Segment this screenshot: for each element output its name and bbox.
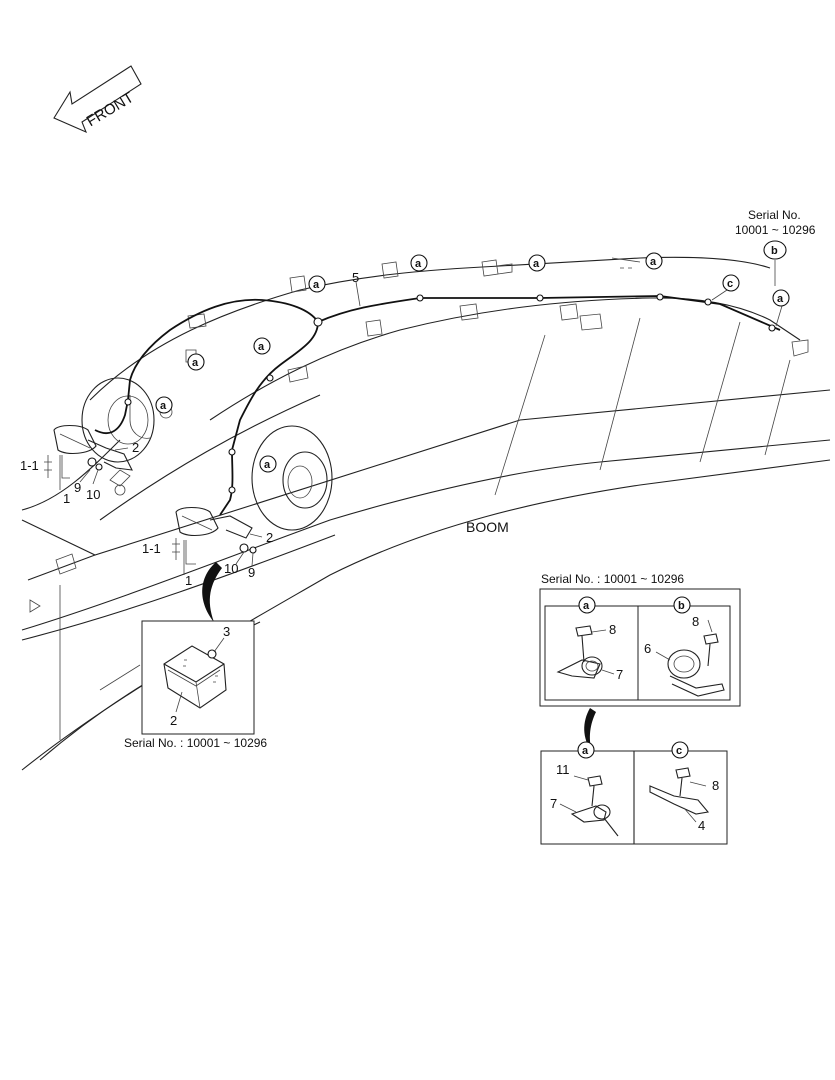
label-2-detail: 2 xyxy=(170,713,177,728)
callout-letter: a xyxy=(583,600,590,612)
boom-structure xyxy=(21,256,831,771)
callout-letter: a xyxy=(777,293,784,305)
callout-letter: c xyxy=(727,278,733,290)
callouts-main: a a a a c a a a a a b xyxy=(155,240,790,473)
detail-pointer-clamp xyxy=(584,708,596,752)
callout-a-4: a xyxy=(645,252,663,270)
lower-work-lamp xyxy=(172,506,257,560)
boom-pin-boss xyxy=(81,377,333,531)
label-7-a2: 7 xyxy=(550,796,557,811)
label-10-upper: 10 xyxy=(86,487,100,502)
serial-lamp-case: Serial No. : 10001 ~ 10296 xyxy=(124,736,267,750)
callout-letter: a xyxy=(582,745,589,757)
label-11-a: 11 xyxy=(556,762,570,777)
part-labels-main: 5 1-1 1 2 9 10 1-1 1 2 10 9 BOOM xyxy=(20,270,509,588)
serial-clamp-box: Serial No. : 10001 ~ 10296 xyxy=(541,572,684,586)
label-2-upper: 2 xyxy=(132,440,139,455)
label-9-lower: 9 xyxy=(248,565,255,580)
serial-top-line2: 10001 ~ 10296 xyxy=(735,223,816,237)
label-8-a: 8 xyxy=(609,622,616,637)
front-label: FRONT xyxy=(84,89,137,130)
callout-b-top: b xyxy=(763,240,787,260)
label-3-detail: 3 xyxy=(223,624,230,639)
label-8-b: 8 xyxy=(692,614,699,629)
label-10-lower: 10 xyxy=(224,561,238,576)
callout-letter: a xyxy=(533,258,540,270)
label-1-1-upper: 1-1 xyxy=(20,458,39,473)
callout-letter: a xyxy=(192,357,199,369)
callout-a-8: a xyxy=(155,396,173,414)
callout-letter: a xyxy=(415,258,422,270)
label-2-lower: 2 xyxy=(266,530,273,545)
callout-c-box2: c xyxy=(671,741,689,759)
clamp-detail-ac: a c 11 7 8 4 xyxy=(540,741,728,845)
callout-a-6: a xyxy=(253,337,271,355)
callout-b-box1: b xyxy=(673,596,691,614)
label-5: 5 xyxy=(352,270,359,285)
label-1-lower: 1 xyxy=(185,573,192,588)
callout-a-5: a xyxy=(772,289,790,307)
callout-letter: a xyxy=(160,400,167,412)
label-1-upper: 1 xyxy=(63,491,70,506)
callout-a-box2: a xyxy=(577,741,595,759)
label-1-1-lower: 1-1 xyxy=(142,541,161,556)
detail-pointer-lamp xyxy=(202,562,222,622)
boom-brackets xyxy=(55,257,809,575)
wire-harness xyxy=(94,293,781,516)
front-arrow: FRONT xyxy=(53,65,142,134)
label-6-b: 6 xyxy=(644,641,651,656)
callout-c-1: c xyxy=(722,274,740,292)
callout-letter: c xyxy=(676,745,682,757)
callout-letter: b xyxy=(771,245,778,257)
clamp-detail-ab: a b 8 7 8 6 xyxy=(539,588,741,707)
callout-a-3: a xyxy=(528,254,546,272)
callout-a-1: a xyxy=(308,275,326,293)
serial-top-line1: Serial No. xyxy=(748,208,801,222)
lamp-case-detail: 3 2 xyxy=(141,620,255,735)
callout-letter: a xyxy=(313,279,320,291)
callout-letter: a xyxy=(258,341,265,353)
callout-letter: b xyxy=(678,600,685,612)
label-9-upper: 9 xyxy=(74,480,81,495)
callout-letter: a xyxy=(264,459,271,471)
callout-a-7: a xyxy=(187,353,205,371)
label-7-a: 7 xyxy=(616,667,623,682)
boom-label: BOOM xyxy=(466,519,509,535)
callout-a-box1: a xyxy=(578,596,596,614)
callout-letter: a xyxy=(650,256,657,268)
upper-work-lamp xyxy=(44,424,133,487)
label-4-c: 4 xyxy=(698,818,705,833)
callout-a-2: a xyxy=(410,254,428,272)
label-8-c: 8 xyxy=(712,778,719,793)
callout-a-9: a xyxy=(259,455,277,473)
